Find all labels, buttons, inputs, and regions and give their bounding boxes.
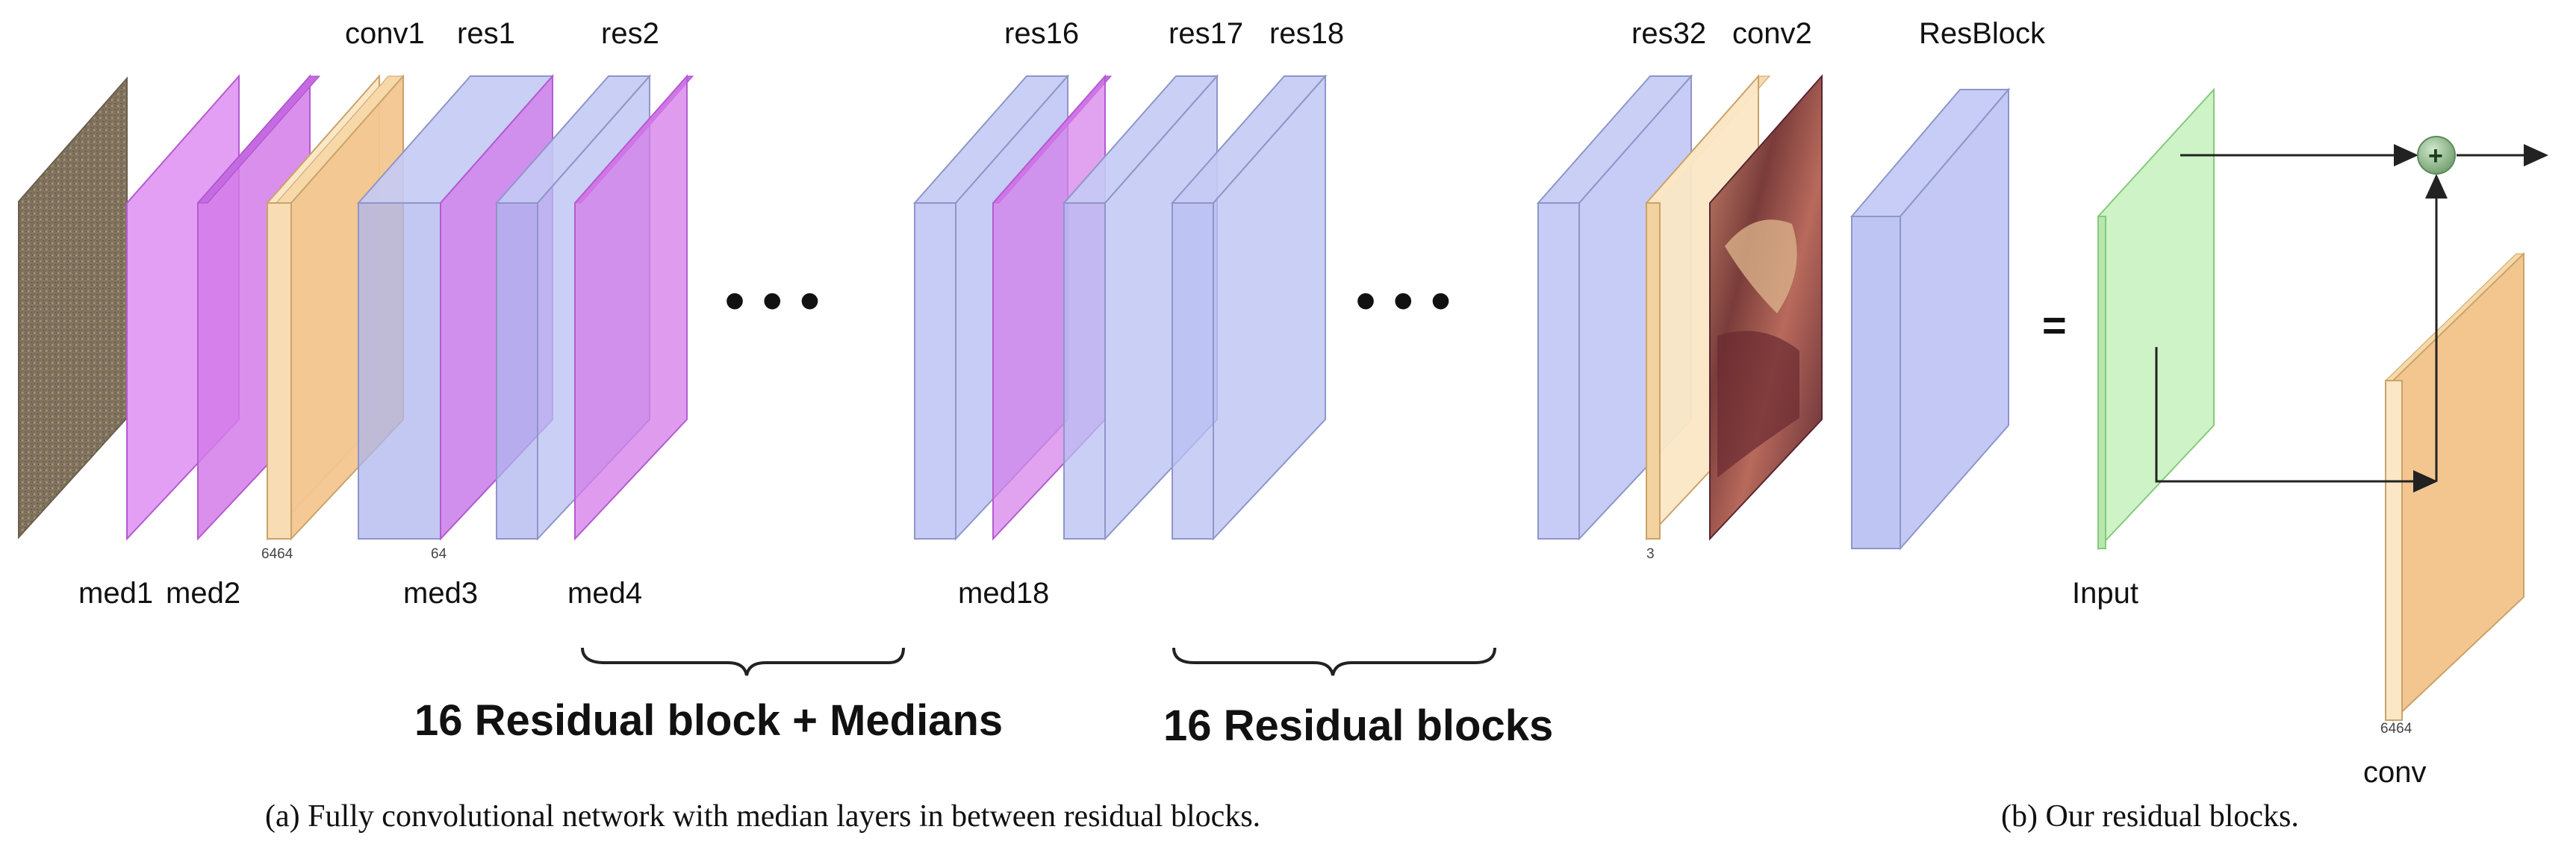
layer-resblock	[1849, 87, 2011, 551]
sum-node: +	[2417, 136, 2456, 175]
brace-group-1	[581, 647, 905, 676]
channel-label-conv: 6464	[2380, 721, 2412, 737]
output-image	[1709, 74, 1823, 541]
caption-a: (a) Fully convolutional network with med…	[265, 799, 1260, 834]
label-input: Input	[2072, 577, 2138, 610]
residual-conv-slab	[2384, 251, 2525, 722]
group-label-1: 16 Residual block + Medians	[414, 696, 1003, 745]
label-med1: med1	[78, 577, 153, 610]
plus-icon: +	[2428, 142, 2443, 170]
label-conv1: conv1	[345, 17, 425, 50]
label-conv: conv	[2363, 756, 2427, 789]
ellipsis-2: • • •	[1355, 267, 1451, 334]
ellipsis-1: • • •	[724, 267, 820, 334]
label-res1: res1	[457, 17, 515, 50]
label-res16: res16	[1004, 17, 1079, 50]
label-res32: res32	[1631, 17, 1706, 50]
layer-res18	[1170, 74, 1328, 541]
channel-label-conv1: 6464	[261, 546, 293, 562]
residual-input-slab	[2097, 87, 2215, 551]
label-med3: med3	[403, 577, 478, 610]
label-med4: med4	[567, 577, 642, 610]
noisy-input-image	[18, 76, 128, 540]
label-med18: med18	[958, 577, 1049, 610]
channel-label-res1: 64	[431, 546, 447, 562]
channel-label-conv2: 3	[1646, 546, 1655, 562]
label-res17: res17	[1169, 17, 1243, 50]
label-res2: res2	[601, 17, 659, 50]
group-label-2: 16 Residual blocks	[1163, 702, 1553, 750]
layer-med4	[573, 74, 694, 541]
label-resblock: ResBlock	[1919, 17, 2046, 50]
label-med2: med2	[166, 577, 240, 610]
equals-sign: =	[2042, 301, 2067, 349]
caption-b: (b) Our residual blocks.	[2001, 799, 2299, 834]
brace-group-2	[1172, 647, 1496, 676]
label-conv2: conv2	[1732, 17, 1812, 50]
label-res18: res18	[1269, 17, 1344, 50]
branch-line	[2155, 347, 2438, 493]
